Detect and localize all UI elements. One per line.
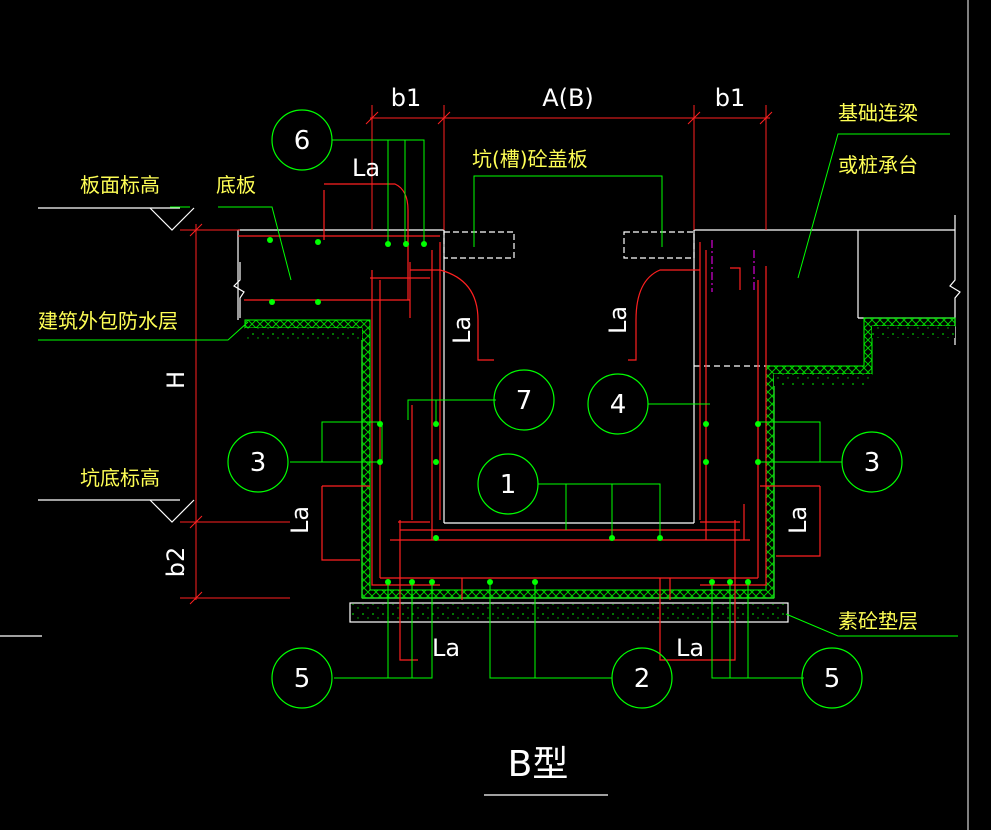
callout-7-circle bbox=[493, 369, 555, 431]
rebar bbox=[238, 183, 821, 661]
callout-4: 4 bbox=[610, 390, 627, 420]
callout-5-right-circle bbox=[801, 647, 863, 709]
la-left-mid: La bbox=[286, 506, 314, 534]
drawing-title: B型 bbox=[508, 744, 569, 785]
label-bottom-slab: 底板 bbox=[216, 173, 256, 197]
dim-b2: b2 bbox=[162, 547, 190, 578]
callout-5-left: 5 bbox=[294, 664, 311, 694]
callout-5-left-circle bbox=[271, 647, 333, 709]
dim-b1-right: b1 bbox=[715, 84, 746, 112]
label-plain-concrete: 素砼垫层 bbox=[838, 609, 918, 633]
callout-3-right: 3 bbox=[864, 448, 881, 478]
callout-7: 7 bbox=[516, 386, 533, 416]
la-center-left: La bbox=[448, 316, 476, 344]
la-top-left: La bbox=[352, 154, 380, 182]
structure-outline bbox=[0, 207, 961, 796]
callout-1-circle bbox=[477, 453, 539, 515]
label-pit-bottom-elev: 坑底标高 bbox=[80, 466, 160, 490]
rebar-dots bbox=[267, 237, 761, 585]
leader-lines bbox=[38, 133, 958, 679]
dim-b1-left: b1 bbox=[391, 84, 422, 112]
la-bottom-left: La bbox=[432, 634, 460, 662]
callout-6: 6 bbox=[294, 126, 311, 156]
dimension-lines bbox=[180, 105, 773, 605]
label-foundation-beam: 基础连梁 bbox=[838, 101, 918, 125]
label-pile-cap: 或桩承台 bbox=[838, 153, 918, 177]
callout-5-right: 5 bbox=[824, 664, 841, 694]
label-slab-top-elev: 板面标高 bbox=[80, 173, 160, 197]
la-center-right: La bbox=[604, 306, 632, 334]
dim-a-b: A(B) bbox=[542, 84, 594, 112]
elevation-symbols bbox=[149, 207, 195, 523]
callout-1: 1 bbox=[500, 470, 517, 500]
bedding-fill bbox=[351, 604, 787, 621]
callout-2: 2 bbox=[634, 664, 651, 694]
label-cover-plate: 坑(槽)砼盖板 bbox=[472, 147, 588, 171]
callout-3-left-circle bbox=[227, 431, 289, 493]
dim-h: H bbox=[162, 371, 190, 389]
waterproof-layer bbox=[244, 317, 956, 599]
la-right-mid: La bbox=[784, 506, 812, 534]
callout-4-circle bbox=[587, 373, 649, 435]
callout-3-right-circle bbox=[841, 431, 903, 493]
callout-3-left: 3 bbox=[250, 448, 267, 478]
callout-6-circle bbox=[271, 109, 333, 171]
la-bottom-right: La bbox=[676, 634, 704, 662]
centerline bbox=[711, 240, 755, 292]
callout-circles bbox=[227, 109, 903, 709]
label-waterproof: 建筑外包防水层 bbox=[38, 309, 178, 333]
callout-2-circle bbox=[611, 647, 673, 709]
